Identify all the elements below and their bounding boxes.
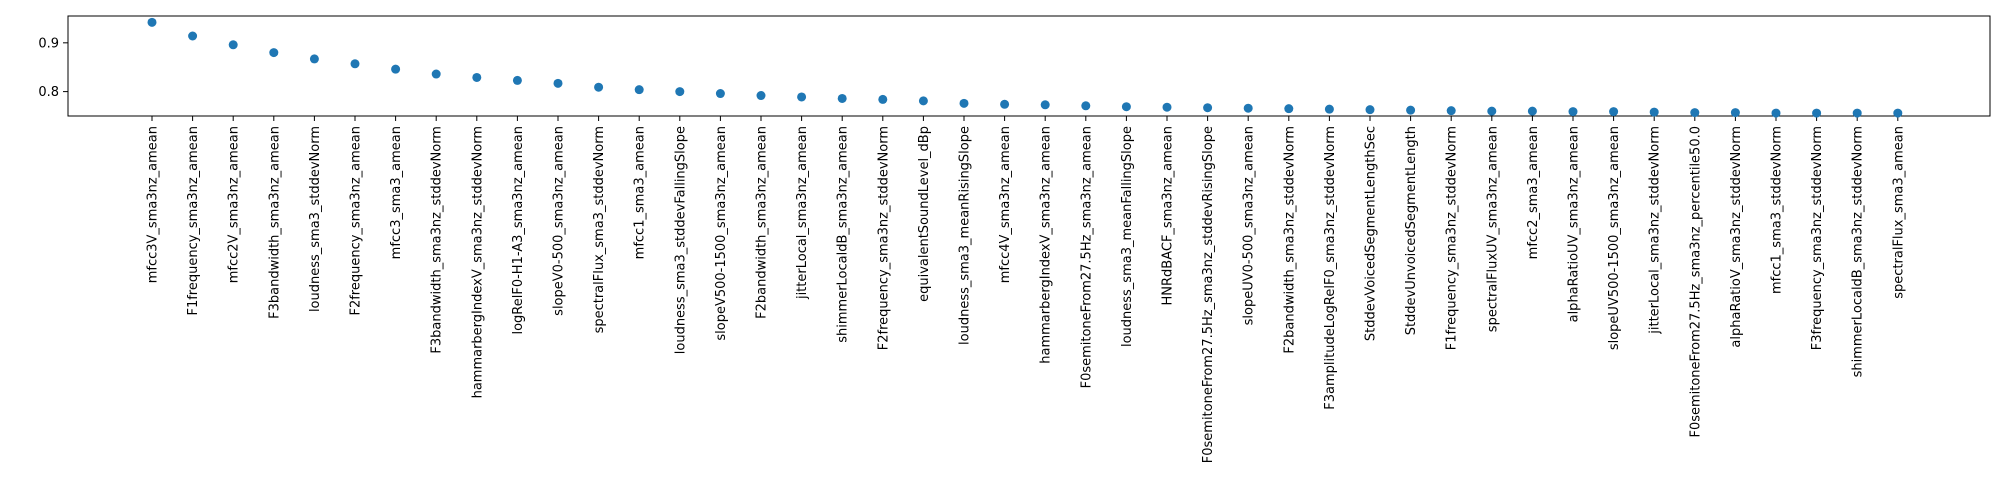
x-tick-label: logRelF0-H1-A3_sma3nz_amean xyxy=(511,126,526,335)
data-point xyxy=(1527,106,1537,116)
data-point xyxy=(350,59,360,69)
x-tick-label: slopeUV500-1500_sma3nz_amean xyxy=(1607,126,1622,350)
x-tick-label: mfcc4V_sma3nz_amean xyxy=(998,126,1013,283)
data-point xyxy=(188,31,198,41)
x-tick-label: mfcc3_sma3_amean xyxy=(389,126,404,259)
data-point xyxy=(1243,103,1253,113)
x-tick-label: alphaRatioUV_sma3nz_amean xyxy=(1567,126,1582,322)
y-tick-label: 0.8 xyxy=(38,85,59,100)
data-points xyxy=(147,17,1903,118)
x-tick-label: mfcc3V_sma3nz_amean xyxy=(146,126,161,283)
data-point xyxy=(1081,101,1091,111)
x-tick-label: slopeV0-500_sma3nz_amean xyxy=(552,126,567,316)
y-axis: 0.8 0.9 xyxy=(38,36,68,100)
x-tick-label: loudness_sma3_meanRisingSlope xyxy=(958,126,973,345)
x-tick-label: F2frequency_sma3nz_amean xyxy=(349,126,364,316)
data-point xyxy=(269,48,279,58)
x-tick-label: F0semitoneFrom27.5Hz_sma3nz_stddevRising… xyxy=(1201,126,1216,463)
x-tick-label: jitterLocal_sma3nz_amean xyxy=(795,126,810,300)
data-point xyxy=(675,87,685,97)
data-point xyxy=(1609,107,1619,117)
x-tick-label: shimmerLocaldB_sma3nz_amean xyxy=(836,126,851,343)
data-point xyxy=(1730,108,1740,118)
data-point xyxy=(1121,102,1131,112)
data-point xyxy=(391,64,401,74)
data-point xyxy=(1203,103,1213,113)
x-tick-label: slopeUV0-500_sma3nz_amean xyxy=(1242,126,1257,325)
data-point xyxy=(878,94,888,104)
data-point xyxy=(309,54,319,64)
data-point xyxy=(1406,105,1416,115)
x-tick-label: jitterLocal_sma3nz_stddevNorm xyxy=(1648,126,1663,335)
x-tick-label: StddevVoicedSegmentLengthSec xyxy=(1364,126,1379,341)
x-tick-label: loudness_sma3_stddevNorm xyxy=(308,126,323,312)
x-tick-label: hammarbergIndexV_sma3nz_amean xyxy=(1039,126,1054,364)
data-point xyxy=(512,75,522,85)
data-point xyxy=(959,98,969,108)
data-point xyxy=(918,96,928,106)
x-tick-label: F3amplitudeLogRelF0_sma3nz_stddevNorm xyxy=(1323,126,1338,410)
data-point xyxy=(1446,106,1456,116)
x-tick-label: F2frequency_sma3nz_stddevNorm xyxy=(876,126,891,350)
x-tick-label: slopeV500-1500_sma3nz_amean xyxy=(714,126,729,341)
x-tick-label: shimmerLocaldB_sma3nz_stddevNorm xyxy=(1851,126,1866,377)
x-tick-label: StddevUnvoicedSegmentLength xyxy=(1404,126,1419,335)
data-point xyxy=(472,72,482,82)
x-tick-label: loudness_sma3_stddevFallingSlope xyxy=(673,126,688,354)
x-tick-label: spectralFlux_sma3_stddevNorm xyxy=(592,126,607,333)
x-tick-label: F3bandwidth_sma3nz_stddevNorm xyxy=(430,126,445,354)
x-tick-label: F2bandwidth_sma3nz_stddevNorm xyxy=(1282,126,1297,354)
data-point xyxy=(1771,108,1781,118)
data-point xyxy=(1487,106,1497,116)
data-point xyxy=(837,93,847,103)
y-tick-label: 0.9 xyxy=(38,36,59,51)
x-tick-label: spectralFluxUV_sma3nz_amean xyxy=(1485,126,1500,332)
x-tick-label: F1frequency_sma3nz_stddevNorm xyxy=(1445,126,1460,350)
data-point xyxy=(634,85,644,95)
data-point xyxy=(553,78,563,88)
data-point xyxy=(715,89,725,99)
data-point xyxy=(1162,102,1172,112)
x-tick-label: F2bandwidth_sma3nz_amean xyxy=(755,126,770,319)
x-tick-label: spectralFlux_sma3_amean xyxy=(1891,126,1906,299)
data-point xyxy=(1649,107,1659,117)
data-point xyxy=(1812,108,1822,118)
data-point xyxy=(1690,108,1700,118)
data-point xyxy=(1568,107,1578,117)
data-point xyxy=(1284,104,1294,114)
x-tick-label: mfcc2_sma3_amean xyxy=(1526,126,1541,259)
x-tick-label: HNRdBACF_sma3nz_amean xyxy=(1161,126,1176,306)
x-tick-label: F1frequency_sma3nz_amean xyxy=(186,126,201,316)
data-point xyxy=(1365,105,1375,115)
x-tick-label: alphaRatioV_sma3nz_stddevNorm xyxy=(1729,126,1744,348)
x-tick-label: mfcc1_sma3_stddevNorm xyxy=(1770,126,1785,294)
x-tick-label: loudness_sma3_meanFallingSlope xyxy=(1120,126,1135,347)
data-point xyxy=(797,92,807,102)
data-point xyxy=(431,69,441,79)
x-tick-label: F3bandwidth_sma3nz_amean xyxy=(267,126,282,319)
data-point xyxy=(147,17,157,27)
data-point xyxy=(1040,100,1050,110)
data-point xyxy=(594,82,604,92)
x-axis: mfcc3V_sma3nz_amean F1frequency_sma3nz_am… xyxy=(146,116,1906,463)
data-point xyxy=(1852,108,1862,118)
plot-frame xyxy=(67,15,1991,117)
x-tick-label: F3frequency_sma3nz_stddevNorm xyxy=(1810,126,1825,350)
x-tick-label: mfcc2V_sma3nz_amean xyxy=(227,126,242,283)
x-tick-label: F0semitoneFrom27.5Hz_sma3nz_amean xyxy=(1079,126,1094,388)
data-point xyxy=(1000,99,1010,109)
data-point xyxy=(228,40,238,50)
x-tick-label: F0semitoneFrom27.5Hz_sma3nz_percentile50… xyxy=(1688,126,1703,438)
data-point xyxy=(1893,108,1903,118)
x-tick-label: hammarbergIndexV_sma3nz_stddevNorm xyxy=(470,126,485,398)
data-point xyxy=(756,91,766,101)
data-point xyxy=(1324,104,1334,114)
x-tick-label: equivalentSoundLevel_dBp xyxy=(917,126,932,302)
x-tick-label: mfcc1_sma3_amean xyxy=(633,126,648,259)
